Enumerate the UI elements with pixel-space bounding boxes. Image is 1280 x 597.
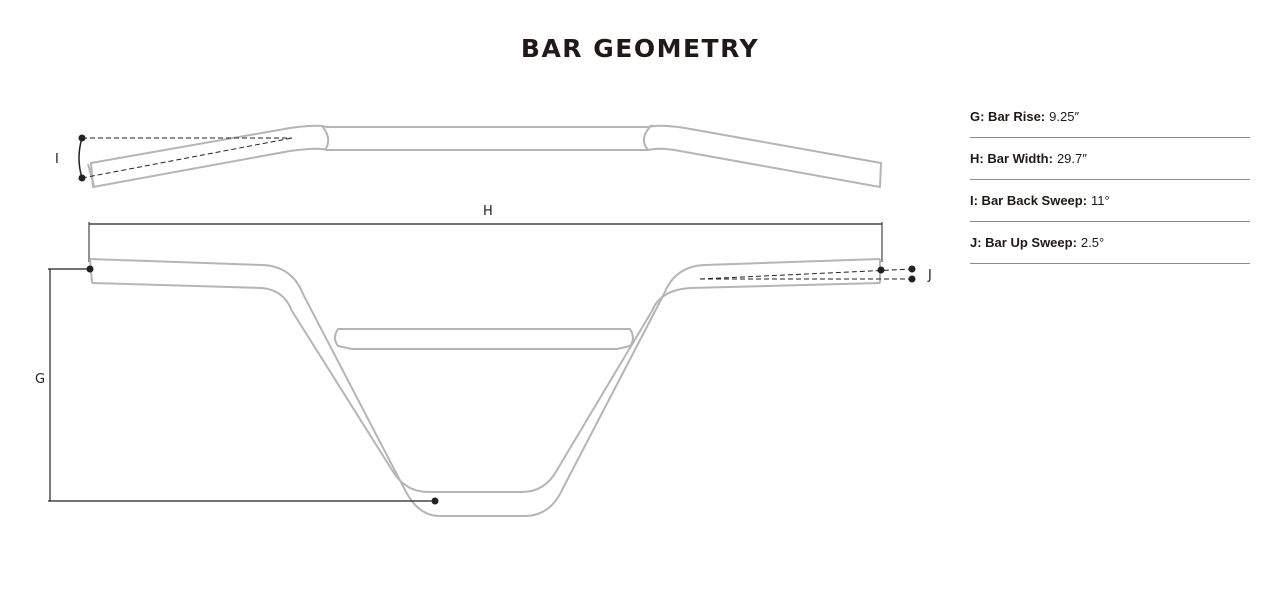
front-view-bar: [89, 258, 881, 517]
dimension-g: G: [35, 265, 439, 505]
dimension-i: I: [55, 134, 293, 182]
dimension-j-label: J: [927, 268, 932, 283]
bar-geometry-diagram: I H G J: [35, 124, 932, 517]
dimension-h-label: H: [483, 204, 493, 219]
spec-key: I: Bar Back Sweep:: [970, 193, 1088, 208]
front-view-crossbar: [334, 328, 634, 350]
spec-value: 2.5°: [1080, 235, 1105, 250]
spec-key: H: Bar Width:: [970, 151, 1053, 166]
dimension-i-point-bottom: [78, 174, 86, 182]
dimension-g-point-top: [86, 265, 94, 273]
top-view-left-end-cap: [87, 163, 95, 187]
dimension-j-point-top: [908, 265, 916, 273]
spec-row-bar-width: H: Bar Width: 29.7″: [970, 138, 1250, 180]
spec-key: J: Bar Up Sweep:: [970, 235, 1077, 250]
spec-value: 11°: [1091, 193, 1110, 208]
page-title: BAR GEOMETRY: [520, 34, 760, 63]
top-view-bar-outline: [90, 124, 882, 188]
spec-row-bar-rise: G: Bar Rise: 9.25″: [970, 96, 1250, 138]
dimension-g-label: G: [35, 372, 45, 387]
top-view-left-joint: [320, 124, 330, 151]
spec-row-bar-up-sweep: J: Bar Up Sweep: 2.5°: [970, 222, 1250, 264]
spec-key: G: Bar Rise:: [970, 109, 1046, 124]
dimension-i-arc: [78, 137, 83, 179]
spec-value: 29.7″: [1056, 151, 1087, 166]
front-view-bar-inner: [91, 282, 881, 493]
dimension-i-bar-axis-line: [81, 137, 293, 179]
dimension-i-label: I: [55, 152, 59, 167]
dimension-h: H: [88, 204, 883, 262]
spec-value: 9.25″: [1049, 109, 1080, 124]
top-view-bar: [87, 124, 882, 188]
dimension-i-point-top: [78, 134, 86, 142]
spec-row-bar-back-sweep: I: Bar Back Sweep: 11°: [970, 180, 1250, 222]
dimension-j-end-point: [877, 266, 885, 274]
dimension-j: J: [699, 265, 932, 283]
dimension-j-point-bottom: [908, 275, 916, 283]
front-view-bar-outer: [89, 258, 881, 517]
spec-list: G: Bar Rise: 9.25″ H: Bar Width: 29.7″ I…: [970, 96, 1250, 264]
dimension-g-point-bottom: [431, 497, 439, 505]
dimension-j-bar-axis-line: [699, 268, 913, 280]
top-view-right-joint: [642, 124, 653, 151]
